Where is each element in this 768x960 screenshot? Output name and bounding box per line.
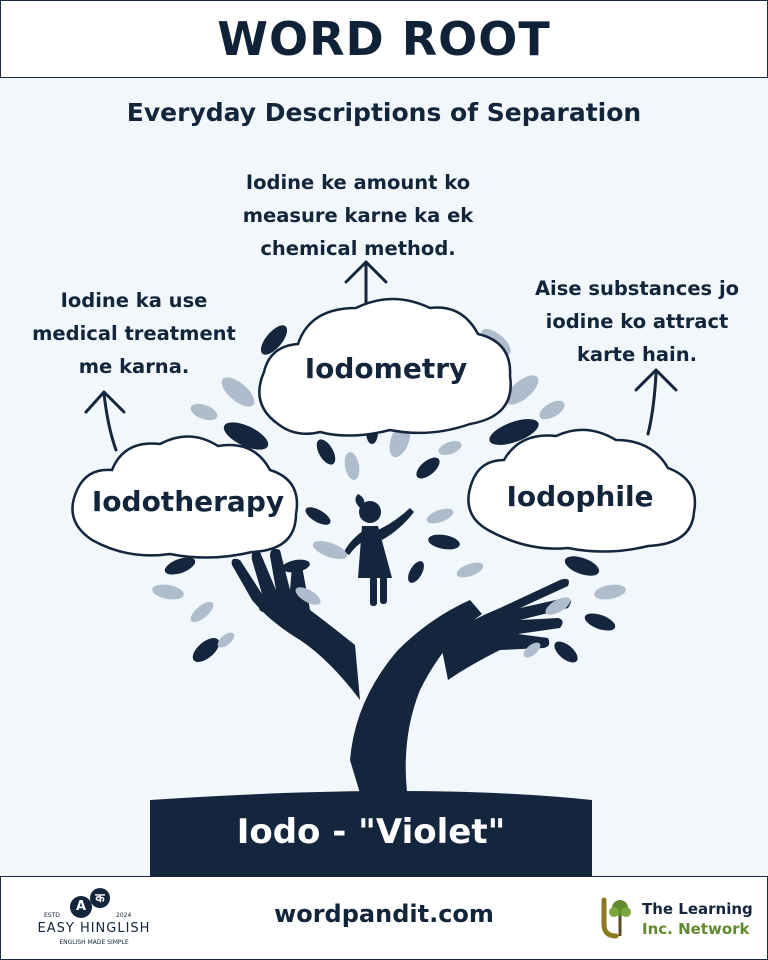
right-hand-icon <box>440 578 571 680</box>
branch-word-iodometry: Iodometry <box>304 352 468 385</box>
left-hand-icon <box>231 548 360 700</box>
website-link[interactable]: wordpandit.com <box>274 900 494 928</box>
branch-word-iodophile: Iodophile <box>506 480 654 513</box>
logo-estd: ESTD <box>44 912 60 919</box>
arrow-up-icon <box>84 390 126 452</box>
learning-inc-logo: The Learning Inc. Network <box>598 896 758 944</box>
arrow-up-icon <box>634 368 678 436</box>
easy-hinglish-logo: ESTD 2024 A क EASY HINGLISH ENGLISH MADE… <box>24 886 164 952</box>
arrow-up-icon <box>344 260 388 310</box>
logo-name: EASY HINGLISH <box>37 921 151 936</box>
speech-bubble-ka-icon: क <box>90 888 110 908</box>
branch-word-iodotherapy: Iodotherapy <box>91 485 285 518</box>
header-banner: WORD ROOT <box>0 0 768 78</box>
page-subtitle: Everyday Descriptions of Separation <box>126 98 642 127</box>
tree-trunk <box>350 600 482 800</box>
cloud-icon <box>467 428 697 553</box>
root-label: Iodo - "Violet" <box>236 812 506 852</box>
branch-description-iodometry: Iodine ke amount ko measure karne ka ek … <box>242 171 474 260</box>
cloud-icon <box>258 297 512 437</box>
branch-description-iodophile: Aise substances jo iodine ko attract kar… <box>534 277 740 366</box>
logo-letter-a: A <box>75 899 87 914</box>
logo-letter-ka: क <box>95 891 105 905</box>
branch-description-iodotherapy: Iodine ka use medical treatment me karna… <box>32 289 236 378</box>
root-ground <box>150 791 592 876</box>
tree-icon <box>601 897 631 939</box>
learning-inc-line1: The Learning <box>642 900 753 918</box>
footer <box>0 876 768 960</box>
speech-bubble-a-icon: A <box>70 896 92 918</box>
learning-inc-line2: Inc. Network <box>642 920 750 938</box>
logo-tagline: ENGLISH MADE SIMPLE <box>59 939 129 946</box>
logo-year: 2024 <box>116 912 132 919</box>
page-title: WORD ROOT <box>217 12 551 66</box>
cloud-icon <box>71 435 299 559</box>
child-icon <box>344 494 414 606</box>
